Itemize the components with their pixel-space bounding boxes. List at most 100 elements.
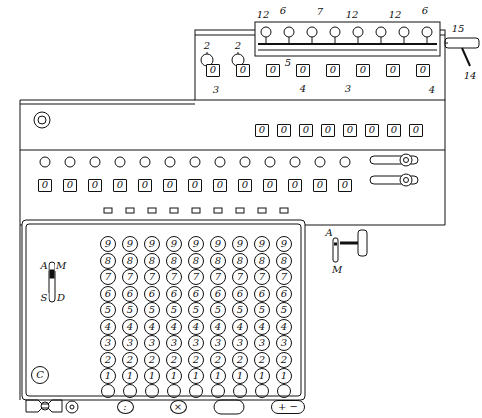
mechanism-rod [258,50,437,51]
key-label: 0 [325,125,331,135]
key-label: 0 [347,125,353,135]
key-label: 0 [342,180,348,190]
callout-number: 4 [428,85,436,95]
key-label: 9 [127,239,133,249]
key-label: 4 [171,322,177,332]
key-label: 7 [237,272,243,282]
key-label: 9 [259,239,265,249]
key-label: 8 [149,256,155,266]
callout-number: 5 [284,58,292,68]
key-label: 7 [171,272,177,282]
number-key: 7 [188,269,204,285]
key-label: 0 [390,65,396,75]
key-label: 5 [149,305,155,315]
carriage-window: 0 [206,64,220,77]
key-label: 6 [149,289,155,299]
key-label: 2 [171,355,177,365]
number-key: 8 [276,253,292,269]
key-label: 6 [127,289,133,299]
number-key: 5 [210,302,226,318]
result-window: 0 [63,179,77,192]
counter-window: 0 [387,124,401,137]
callout-number: 3 [344,84,352,94]
key-label: 6 [193,289,199,299]
key-label: 5 [215,305,221,315]
number-key: 9 [144,236,160,252]
mode-lever [50,270,54,278]
column-tab [104,208,112,213]
key-label: 0 [142,180,148,190]
key-label: 3 [171,338,177,348]
number-key: 2 [276,352,292,368]
number-key: 4 [166,319,182,335]
callout-number: 12 [256,10,271,20]
number-key: 1 [232,368,248,384]
key-label: 8 [105,256,111,266]
setting-dial [115,157,125,167]
setting-dial [240,157,250,167]
key-label: 8 [215,256,221,266]
key-label: 7 [149,272,155,282]
number-key: 2 [122,352,138,368]
key-label: 3 [127,338,133,348]
mechanism-wheels [261,27,432,44]
mechanism-wheel [330,27,340,37]
number-key: 1 [122,368,138,384]
callout-number: 6 [421,6,429,16]
key-label: 4 [127,322,133,332]
key-label: 6 [215,289,221,299]
number-key: 5 [144,302,160,318]
function-key: + − [271,400,305,414]
key-label: 1 [171,371,177,381]
number-key: 2 [166,352,182,368]
key-label: 2 [259,355,265,365]
mechanism-rod [427,37,428,44]
mechanism-wheel [399,27,409,37]
number-key: 2 [232,352,248,368]
switch-letter: S [40,293,49,303]
key-label: 1 [215,371,221,381]
key-label: 9 [149,239,155,249]
number-key: 8 [254,253,270,269]
setting-dial [265,157,275,167]
column-tab [126,208,134,213]
number-key: 1 [166,368,182,384]
setting-dial [340,157,350,167]
key-label: 5 [237,305,243,315]
clear-knob [38,116,46,124]
number-key: 6 [100,286,116,302]
result-window: 0 [238,179,252,192]
number-key: 4 [144,319,160,335]
number-key: 5 [232,302,248,318]
key-label: 8 [237,256,243,266]
key-label: 0 [420,65,426,75]
number-key: 9 [210,236,226,252]
callout-number: 4 [299,84,307,94]
small-knob [70,405,74,409]
crank-rod [445,38,479,48]
number-key: 4 [210,319,226,335]
key-label: 0 [192,180,198,190]
result-window: 0 [263,179,277,192]
blank-key [212,385,225,398]
number-key: 2 [144,352,160,368]
carriage-window: 0 [296,64,310,77]
switch-letter: M [55,261,67,271]
number-key: 6 [232,286,248,302]
slider-knob [404,158,409,163]
number-key: 8 [144,253,160,269]
clear-knob [34,112,50,128]
blank-key [146,385,159,398]
setting-dials [40,157,350,167]
setting-dial [315,157,325,167]
carriage-window: 0 [266,64,280,77]
mechanism-rod [381,37,382,44]
column-tab [148,208,156,213]
mechanism-rod [258,43,437,45]
callout-number: 2 [203,41,211,51]
key-label: 5 [105,305,111,315]
key-label: 0 [270,65,276,75]
key-label: 2 [237,355,243,365]
counter-window: 0 [321,124,335,137]
key-label: 9 [171,239,177,249]
